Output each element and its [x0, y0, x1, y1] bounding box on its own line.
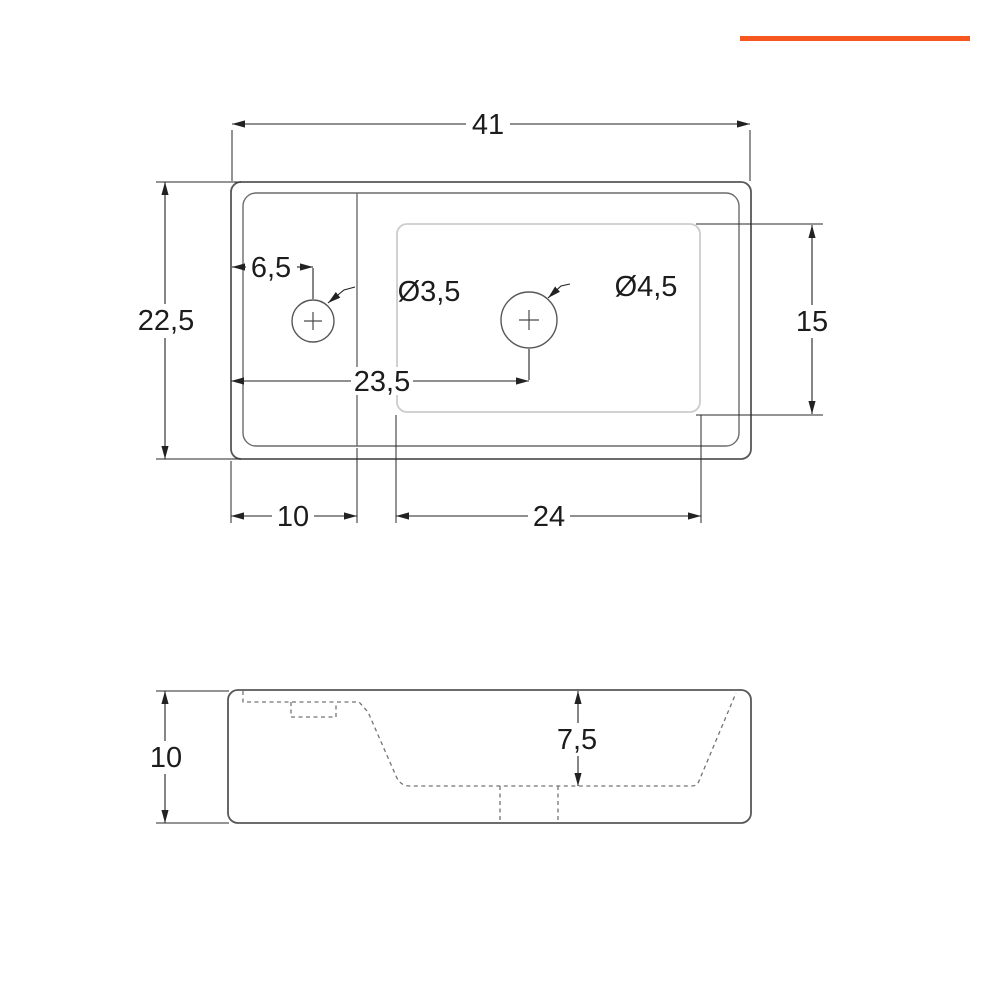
- dim-overall-depth: 22,5: [137, 181, 241, 460]
- right-faucet-hole: [500, 291, 558, 349]
- dim-shelf-width: 10: [230, 448, 358, 533]
- right-hole-leader: [547, 283, 571, 299]
- dim-text-bg: [530, 502, 568, 530]
- top-view-inner-rim: [242, 192, 740, 447]
- dim-basin-depth: 15: [696, 223, 831, 416]
- basin-profile-hidden-line: [242, 691, 737, 787]
- left-faucet-hole: [291, 299, 335, 343]
- dim-text-bg: [248, 253, 295, 281]
- left-hole-center-mark: [304, 312, 322, 330]
- dim-left-hole-offset: 6,5: [232, 252, 314, 299]
- dim-basin-width: 24: [395, 415, 702, 533]
- dim-label-overall-width: 41: [472, 109, 504, 141]
- label-right-hole-diameter: Ø4,5: [615, 271, 678, 303]
- dim-overall-height: 10: [147, 690, 229, 824]
- dim-label-right-hole-offset: 23,5: [354, 366, 410, 398]
- basin-outline: [396, 223, 701, 413]
- dim-basin-inner-depth: 7,5: [554, 691, 601, 786]
- top-view: 41 22,5 6,5 Ø3,5 Ø4,5: [137, 109, 831, 533]
- overflow-recess-hidden-line: [290, 702, 337, 718]
- dim-label-left-hole-offset: 6,5: [251, 252, 291, 284]
- dim-text-bg: [793, 307, 831, 335]
- label-left-hole-diameter: Ø3,5: [398, 276, 461, 308]
- dim-text-bg: [554, 725, 601, 753]
- dim-text-bg: [274, 502, 312, 530]
- dim-label-basin-depth: 15: [796, 306, 828, 338]
- accent-divider-line: [740, 36, 970, 41]
- dim-label-overall-depth: 22,5: [138, 305, 194, 337]
- dim-overall-width: 41: [231, 109, 751, 181]
- dim-text-bg: [353, 367, 411, 395]
- dim-text-bg: [468, 110, 508, 138]
- dim-label-overall-height: 10: [150, 742, 182, 774]
- top-view-outline: [230, 181, 752, 460]
- right-hole-center-mark: [519, 310, 539, 330]
- side-view: 10 7,5: [147, 689, 752, 824]
- dim-label-basin-inner-depth: 7,5: [557, 724, 597, 756]
- dim-label-basin-width: 24: [533, 501, 565, 533]
- dim-right-hole-offset: 23,5: [231, 349, 530, 398]
- side-view-outline: [227, 689, 752, 824]
- dim-label-shelf-width: 10: [277, 501, 309, 533]
- left-hole-leader: [327, 286, 356, 304]
- dim-text-bg: [147, 743, 185, 771]
- dim-text-bg: [137, 306, 195, 334]
